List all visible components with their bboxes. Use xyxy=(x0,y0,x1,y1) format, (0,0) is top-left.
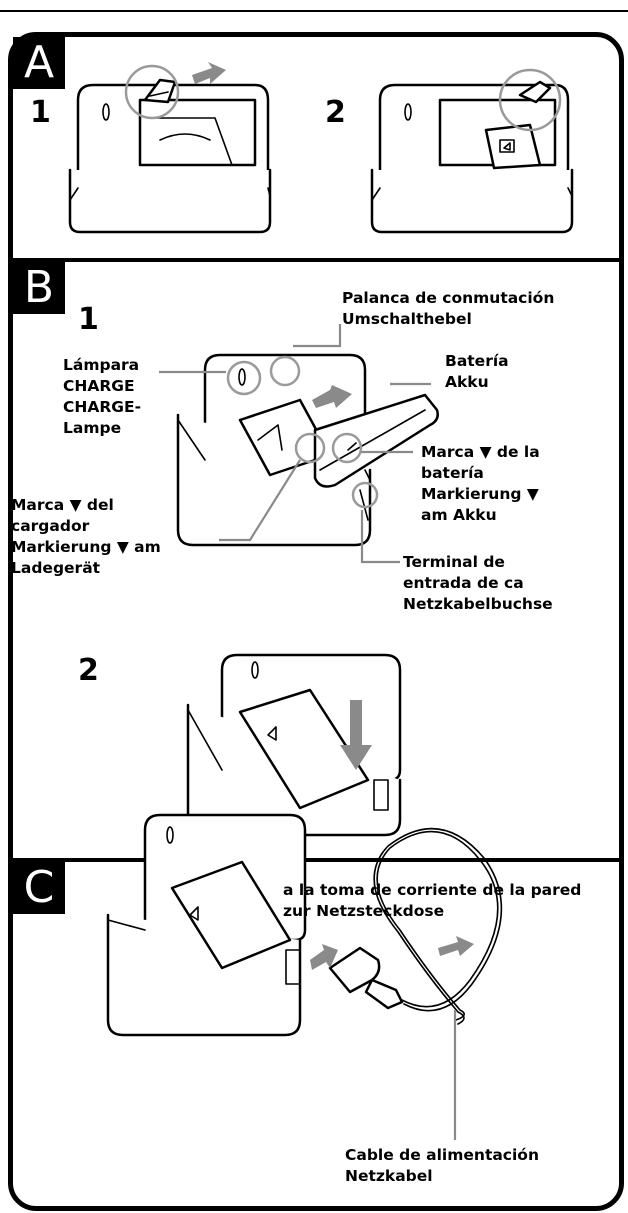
lever-label: Palanca de conmutación Umschalthebel xyxy=(342,289,555,328)
ac-terminal-label: Terminal de entrada de ca Netzkabelbuchs… xyxy=(403,553,553,613)
section-a-step-2: 2 xyxy=(325,95,346,130)
section-c-letter: C xyxy=(13,862,65,914)
top-rule xyxy=(0,10,628,12)
section-b-step-2: 2 xyxy=(78,653,99,688)
outlet-label: a la toma de corriente de la pared zur N… xyxy=(283,881,582,920)
section-a-letter: A xyxy=(13,37,65,89)
lamp-label: Lámpara CHARGE CHARGE- Lampe xyxy=(63,356,142,437)
charger-a2-illustration xyxy=(370,68,574,234)
battery-mark-label: Marca ▼ de la batería Markierung ▼ am Ak… xyxy=(421,443,540,524)
cable-label: Cable de alimentación Netzkabel xyxy=(345,1146,539,1185)
section-b-step-1: 1 xyxy=(78,302,99,337)
section-a-step-1: 1 xyxy=(30,95,51,130)
charger-mark-label: Marca ▼ del cargador Markierung ▼ am Lad… xyxy=(11,496,161,577)
charger-c-illustration xyxy=(106,813,307,1037)
battery-label: Batería Akku xyxy=(445,352,509,391)
charger-b1-illustration xyxy=(176,353,439,547)
section-b-letter: B xyxy=(13,262,65,314)
power-cable-illustration xyxy=(310,827,503,1025)
divider-a-b xyxy=(13,258,619,262)
divider-b-c xyxy=(13,858,619,862)
figure-frame xyxy=(8,32,624,1211)
charger-a1-illustration xyxy=(68,62,272,234)
charger-b2-illustration xyxy=(186,653,402,837)
